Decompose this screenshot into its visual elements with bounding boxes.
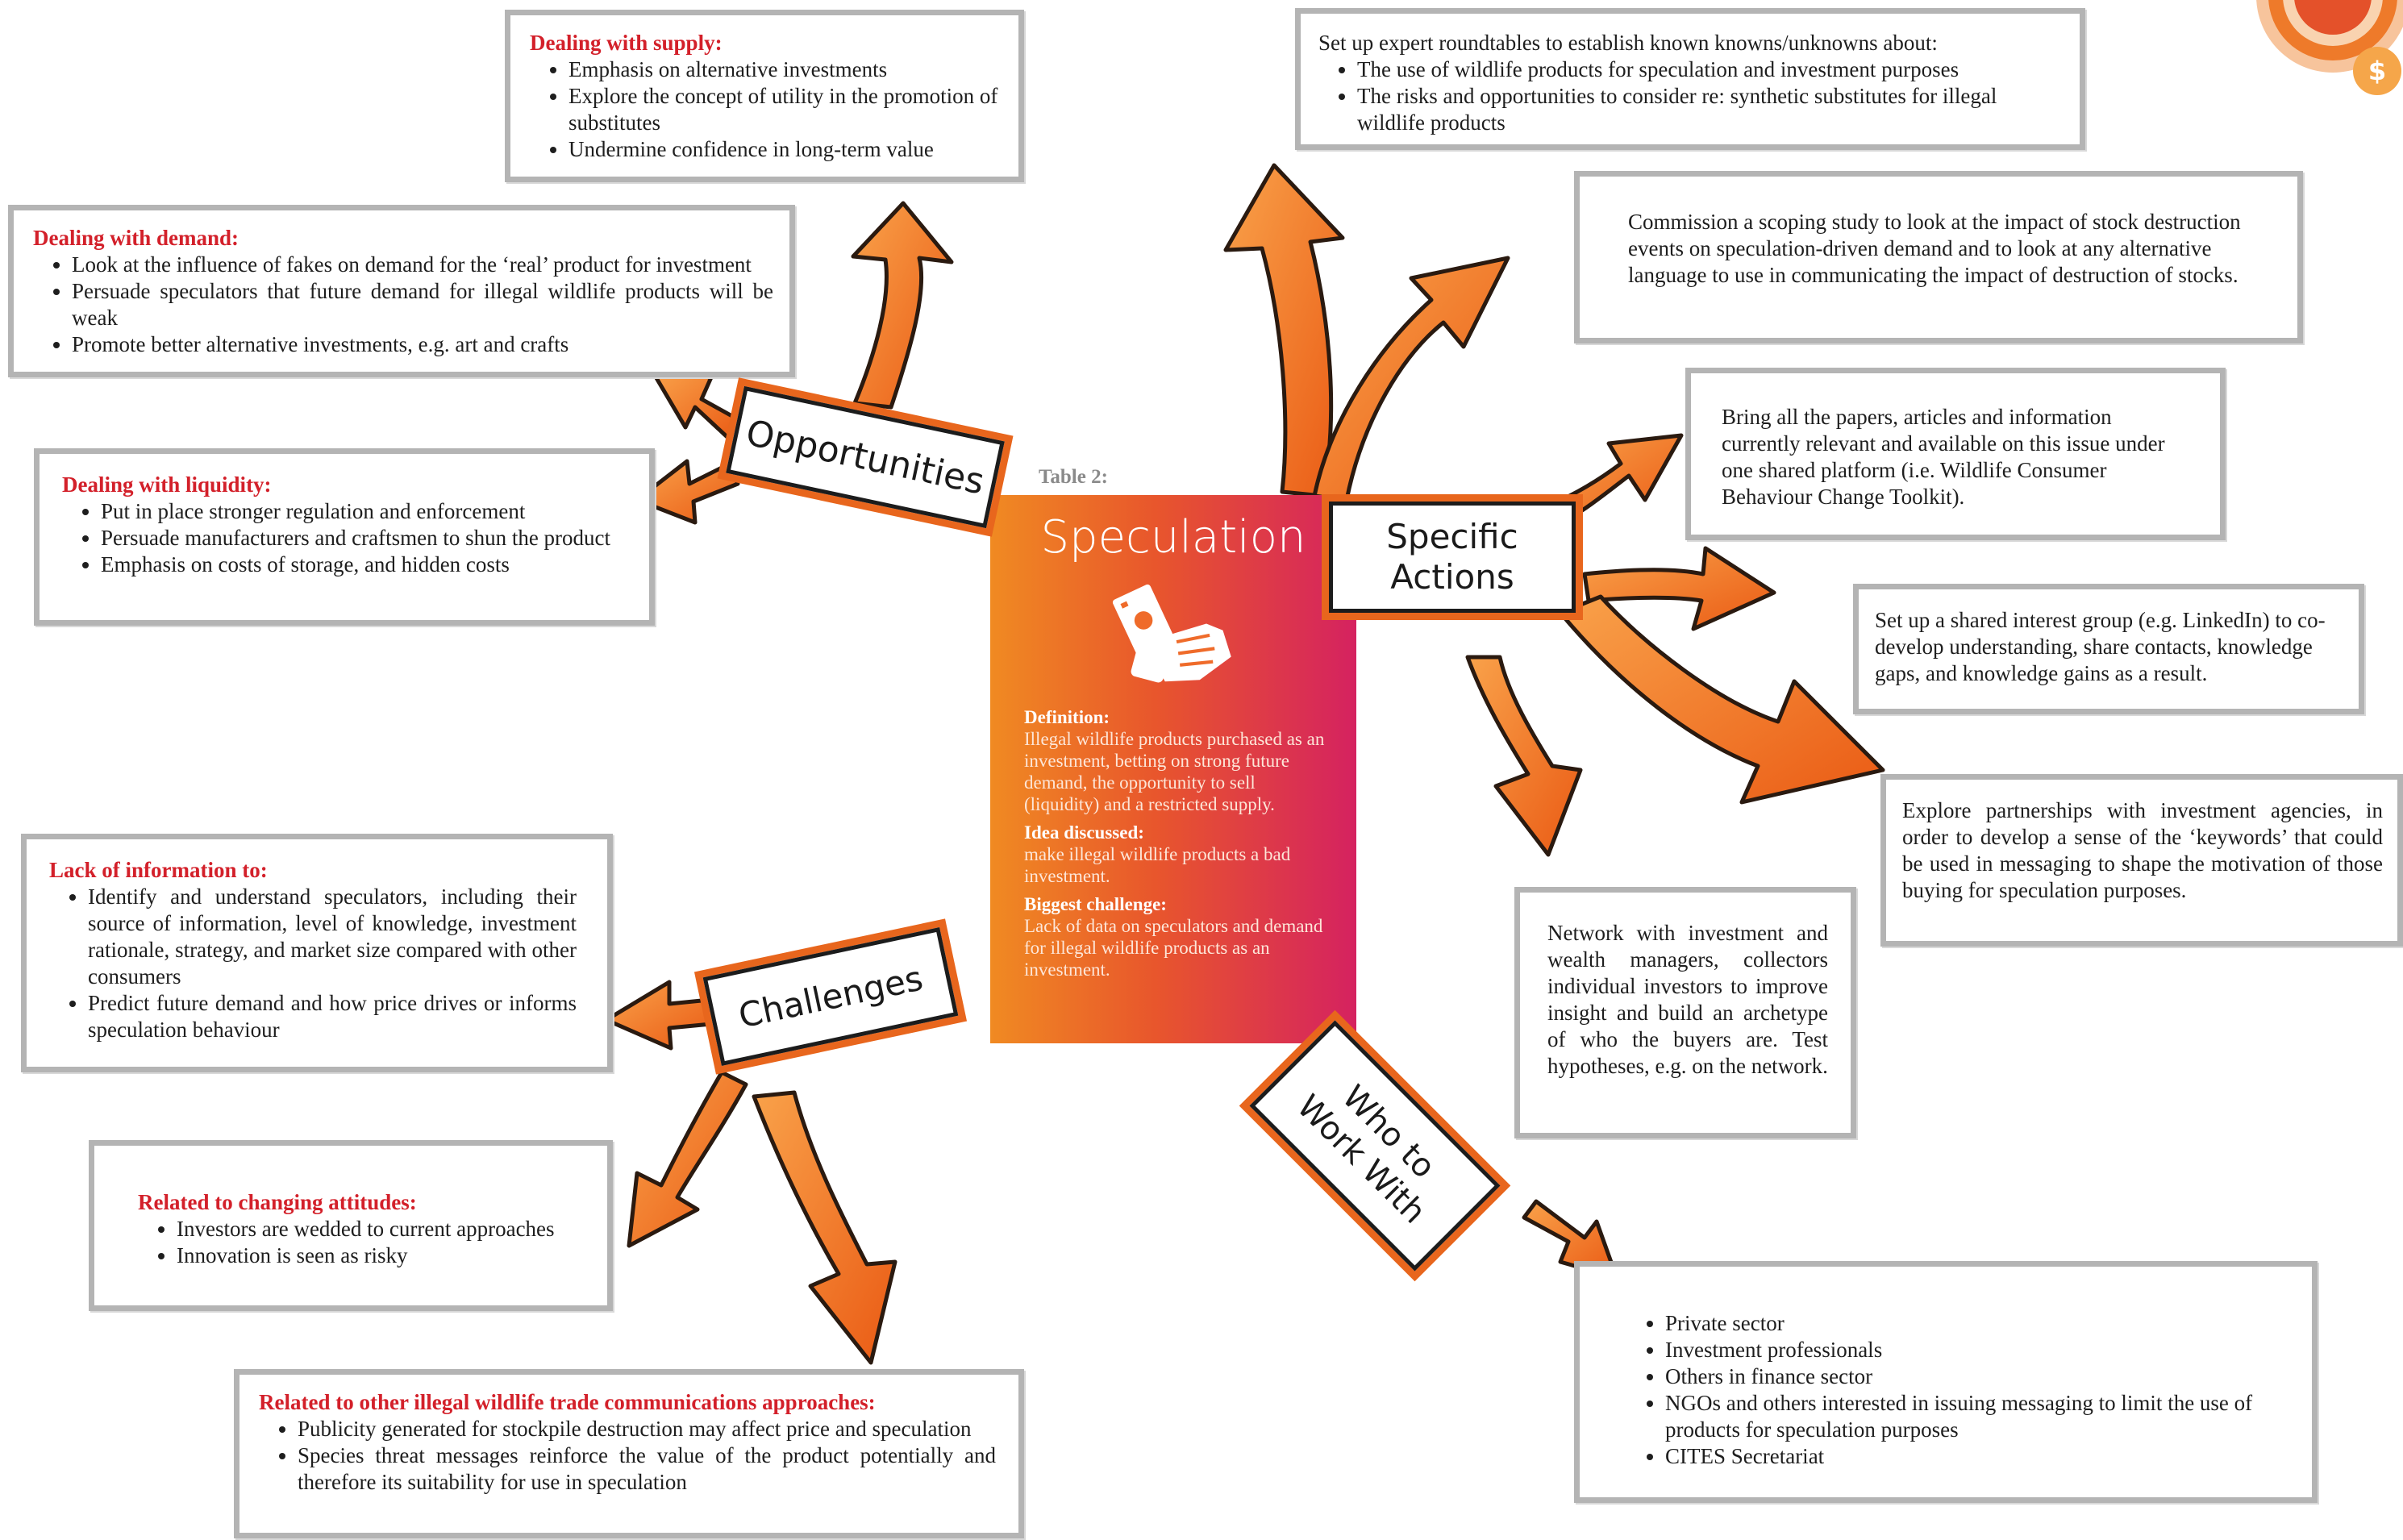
- list-item: Promote better alternative investments, …: [72, 331, 773, 358]
- network-box: Network with investment and wealth manag…: [1514, 887, 1856, 1138]
- roundtables-intro: Set up expert roundtables to establish k…: [1318, 31, 1938, 55]
- arrow-actions-to-interest-group: [1582, 546, 1776, 631]
- arrow-opportunities-to-supply: [851, 201, 954, 410]
- interest-group-box: Set up a shared interest group (e.g. Lin…: [1853, 584, 2364, 714]
- list-item: Species threat messages reinforce the va…: [298, 1442, 996, 1496]
- organization-logo: $: [2256, 0, 2403, 95]
- who-list: Private sector Investment professionals …: [1626, 1310, 2288, 1470]
- supply-list: Emphasis on alternative investments Expl…: [530, 56, 1002, 163]
- supply-box: Dealing with supply: Emphasis on alterna…: [505, 10, 1024, 182]
- attitudes-list: Investors are wedded to current approach…: [138, 1216, 591, 1269]
- challenge-text: Lack of data on speculators and demand f…: [1024, 916, 1323, 980]
- liquidity-heading: Dealing with liquidity:: [62, 472, 272, 497]
- list-item: CITES Secretariat: [1665, 1443, 2288, 1470]
- list-item: NGOs and others interested in issuing me…: [1665, 1390, 2288, 1443]
- list-item: Put in place stronger regulation and enf…: [101, 498, 625, 525]
- arrow-challenges-to-information: [604, 980, 714, 1051]
- network-text: Network with investment and wealth manag…: [1547, 921, 1828, 1078]
- list-item: Undermine confidence in long-term value: [568, 136, 1002, 163]
- arrow-actions-to-platform: [1550, 433, 1684, 527]
- roundtables-box: Set up expert roundtables to establish k…: [1295, 8, 2085, 150]
- attitudes-heading: Related to changing attitudes:: [138, 1190, 417, 1214]
- arrow-actions-to-partnerships: [1558, 594, 1885, 805]
- speculation-card: Speculation Definition: Illegal wildlife…: [990, 495, 1356, 1043]
- list-item: Persuade speculators that future demand …: [72, 278, 773, 331]
- list-item: Investors are wedded to current approach…: [177, 1216, 591, 1242]
- idea-text: make illegal wildlife products a bad inv…: [1024, 844, 1291, 886]
- list-item: Private sector: [1665, 1310, 2288, 1337]
- demand-list: Look at the influence of fakes on demand…: [33, 252, 773, 358]
- list-item: The risks and opportunities to consider …: [1357, 83, 2059, 136]
- information-heading: Lack of information to:: [49, 858, 268, 882]
- list-item: Others in finance sector: [1665, 1363, 2288, 1390]
- partnerships-box: Explore partnerships with investment age…: [1880, 774, 2403, 947]
- definition-heading: Definition:: [1024, 707, 1110, 727]
- list-item: The use of wildlife products for specula…: [1357, 56, 2059, 83]
- scoping-box: Commission a scoping study to look at th…: [1574, 171, 2303, 343]
- liquidity-box: Dealing with liquidity: Put in place str…: [34, 448, 655, 626]
- communications-list: Publicity generated for stockpile destru…: [259, 1416, 996, 1496]
- arrow-challenges-to-communications: [752, 1090, 897, 1365]
- liquidity-list: Put in place stronger regulation and enf…: [62, 498, 625, 578]
- supply-heading: Dealing with supply:: [530, 31, 723, 55]
- arrow-opportunities-to-liquidity: [635, 459, 740, 525]
- idea-heading: Idea discussed:: [1024, 822, 1144, 843]
- list-item: Investment professionals: [1665, 1337, 2288, 1363]
- communications-heading: Related to other illegal wildlife trade …: [259, 1390, 876, 1414]
- roundtables-list: The use of wildlife products for specula…: [1318, 56, 2059, 136]
- hand-holding-money-icon: [1112, 584, 1231, 683]
- arrow-actions-to-network: [1465, 655, 1583, 857]
- list-item: Explore the concept of utility in the pr…: [568, 83, 1002, 136]
- list-item: Predict future demand and how price driv…: [88, 990, 577, 1043]
- information-list: Identify and understand speculators, inc…: [49, 884, 577, 1043]
- arrow-who-to-list: [1522, 1199, 1619, 1280]
- speculation-definitions: Definition: Illegal wildlife products pu…: [1024, 700, 1326, 980]
- list-item: Look at the influence of fakes on demand…: [72, 252, 773, 278]
- arrow-opportunities-to-demand: [651, 370, 740, 442]
- communications-box: Related to other illegal wildlife trade …: [234, 1369, 1024, 1538]
- list-item: Persuade manufacturers and craftsmen to …: [101, 525, 625, 551]
- list-item: Emphasis on costs of storage, and hidden…: [101, 551, 625, 578]
- platform-text: Bring all the papers, articles and infor…: [1722, 405, 2165, 509]
- definition-text: Illegal wildlife products purchased as a…: [1024, 729, 1325, 814]
- interest-group-text: Set up a shared interest group (e.g. Lin…: [1875, 608, 2326, 685]
- attitudes-box: Related to changing attitudes: Investors…: [89, 1140, 613, 1311]
- demand-box: Dealing with demand: Look at the influen…: [8, 205, 795, 377]
- svg-text:$: $: [2368, 56, 2386, 86]
- scoping-text: Commission a scoping study to look at th…: [1628, 210, 2241, 287]
- challenges-label-text: Challenges: [735, 957, 927, 1036]
- list-item: Identify and understand speculators, inc…: [88, 884, 577, 990]
- table-label: Table 2:: [1039, 466, 1108, 488]
- information-box: Lack of information to: Identify and und…: [21, 834, 613, 1072]
- challenge-heading: Biggest challenge:: [1024, 894, 1167, 914]
- arrow-challenges-to-attitudes: [627, 1070, 748, 1248]
- arrow-actions-to-roundtables: [1223, 163, 1345, 498]
- demand-heading: Dealing with demand:: [33, 226, 239, 250]
- specific-actions-label: Specific Actions: [1329, 502, 1576, 613]
- speculation-title: Speculation: [1040, 511, 1306, 564]
- list-item: Innovation is seen as risky: [177, 1242, 591, 1269]
- partnerships-text: Explore partnerships with investment age…: [1902, 798, 2383, 902]
- list-item: Publicity generated for stockpile destru…: [298, 1416, 996, 1442]
- list-item: Emphasis on alternative investments: [568, 56, 1002, 83]
- platform-box: Bring all the papers, articles and infor…: [1685, 368, 2226, 540]
- arrow-actions-to-scoping: [1312, 256, 1510, 502]
- who-to-work-with-box: Private sector Investment professionals …: [1574, 1261, 2318, 1503]
- specific-actions-label-text: Specific Actions: [1386, 517, 1518, 597]
